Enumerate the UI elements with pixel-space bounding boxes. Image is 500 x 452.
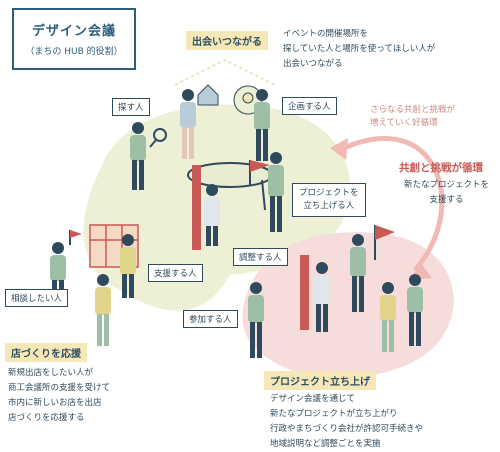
mise-desc-line: 新規出店をしたい人が [8, 368, 94, 378]
person-store [95, 274, 111, 346]
connection-lines [174, 59, 276, 86]
person-sagasu [130, 122, 146, 190]
launch-desc-line: 地域説明など調整ごとを実施 [270, 439, 381, 449]
deai-desc-line: 探していた人と場所を使ってほしい人が [283, 44, 436, 54]
mise-desc-line: 商工会議所の支援を受けて [8, 383, 111, 393]
person-kikaku-2 [254, 89, 270, 161]
person-sanka [248, 282, 264, 358]
lightbulb-icon [242, 92, 254, 104]
role-sagasu: 探す人 [112, 98, 150, 116]
person-shien [120, 234, 136, 298]
project-blob [242, 232, 454, 378]
role-soudan: 相談したい人 [5, 289, 69, 307]
launch-heading: プロジェクト立ち上げ [264, 371, 376, 390]
cycle-desc-line: 支援する [429, 195, 464, 205]
mise-desc-line: 店づくりを応援する [8, 413, 85, 423]
title-box: デザイン会議 （まちの HUB 的役割） [12, 8, 136, 70]
deai-desc-line: 出会いつながる [283, 59, 343, 69]
role-kikaku: 企画する人 [282, 97, 337, 115]
people [50, 89, 423, 358]
ruler-left [192, 165, 201, 250]
page-title: デザイン会議 [31, 24, 116, 39]
role-chousei: 調整する人 [233, 248, 288, 266]
cycle-note-line: 増えていく好循環 [370, 118, 438, 128]
magnifier-icon [153, 128, 167, 142]
deai-desc-line: イベントの開催場所を [283, 29, 369, 39]
mise-desc-line: 市内に新しいお店を出店 [8, 398, 102, 408]
launch-desc: デザイン会議を通じて 新たなプロジェクトが立ち上がり 行政やまちづくり会社が許認… [270, 392, 423, 452]
cycle-note: さらなる共創と挑戦が 増えていく好循環 [370, 104, 455, 130]
role-project: プロジェクトを 立ち上げる人 [292, 183, 366, 217]
role-sanka: 参加する人 [183, 310, 238, 328]
role-project-line: プロジェクトを [299, 188, 359, 198]
person-chousei [314, 262, 330, 332]
deai-desc: イベントの開催場所を 探していた人と場所を使ってほしい人が 出会いつながる [283, 27, 435, 72]
role-project-line: 立ち上げる人 [303, 201, 355, 211]
person-cheer-1 [380, 282, 396, 352]
cycle-heading: 共創と挑戦が循環 [399, 162, 483, 174]
person-flagholder [350, 234, 366, 312]
deai-heading: 出会いつながる [186, 31, 268, 50]
launch-desc-line: 行政やまちづくり会社が許認可手続きや [270, 424, 424, 434]
cycle-desc: 新たなプロジェクトを 支援する [404, 178, 489, 208]
mise-heading: 店づくりを応援 [5, 343, 87, 362]
person-launcher [268, 152, 284, 232]
page-subtitle: （まちの HUB 的役割） [25, 47, 123, 57]
house-icon [197, 84, 219, 106]
person-doctor [204, 184, 220, 246]
launch-desc-line: 新たなプロジェクトが立ち上がり [270, 409, 398, 419]
cycle-arrow [338, 135, 445, 272]
cycle-desc-line: 新たなプロジェクトを [404, 180, 490, 190]
cycle-arrow-head [330, 138, 348, 160]
person-cheer-2 [407, 274, 423, 346]
role-shien: 支援する人 [148, 264, 203, 282]
cycle-note-line: さらなる共創と挑戦が [370, 105, 456, 115]
ruler-right [300, 255, 309, 330]
person-kikaku [180, 89, 196, 159]
launch-desc-line: デザイン会議を通じて [270, 394, 356, 404]
mise-desc: 新規出店をしたい人が 商工会議所の支援を受けて 市内に新しいお店を出店 店づくり… [8, 366, 110, 426]
